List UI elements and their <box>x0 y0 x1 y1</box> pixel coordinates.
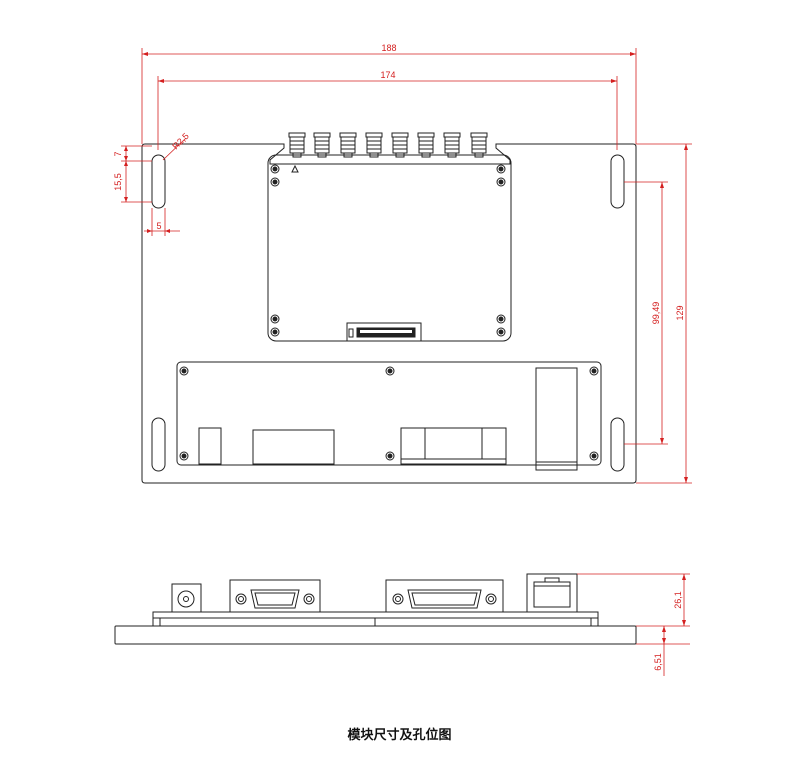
figure-caption: 模块尺寸及孔位图 <box>347 728 452 743</box>
antenna-connector-4 <box>365 132 383 158</box>
pin1-triangle-marker <box>291 164 299 173</box>
side-base-plate <box>114 625 637 645</box>
antenna-connector-8 <box>470 132 488 158</box>
dim-label-slot-vertical-span: 99,49 <box>651 302 661 325</box>
antenna-connector-1 <box>288 132 306 158</box>
dc-jack-side <box>171 583 202 613</box>
antenna-connectors <box>288 132 488 158</box>
dim-label-slot-length: 15,5 <box>113 173 123 191</box>
fpc-connector <box>346 322 422 342</box>
db15-connector-side <box>385 579 504 613</box>
dim-label-base-thickness: 6,51 <box>653 653 663 671</box>
dim-label-overall-width: 188 <box>381 43 396 53</box>
base-plate-outline <box>141 143 637 484</box>
rf-module-board <box>267 154 512 342</box>
top-view-dimensions <box>121 48 692 484</box>
mounting-slot-bottom-right <box>610 417 625 472</box>
dim-label-hole-span: 174 <box>380 70 395 80</box>
antenna-connector-3 <box>339 132 357 158</box>
mounting-slot-bottom-left <box>151 417 166 472</box>
mounting-slot-top-left <box>151 154 166 209</box>
carrier-board-holes <box>179 366 599 461</box>
antenna-connector-7 <box>443 132 461 158</box>
db15-connector-top <box>400 427 507 465</box>
top-view <box>141 132 637 484</box>
rj45-connector-side <box>526 573 578 613</box>
module-screw-holes <box>270 164 506 337</box>
antenna-connector-2 <box>313 132 331 158</box>
mounting-slot-top-right <box>610 154 625 209</box>
dim-label-side-height: 26,1 <box>673 591 683 609</box>
dim-label-slot-width: 5 <box>156 221 161 231</box>
dc-jack-top <box>198 427 222 465</box>
antenna-connector-6 <box>417 132 435 158</box>
side-view <box>114 573 637 645</box>
db9-connector-side <box>229 579 321 613</box>
dim-label-radius: R2,5 <box>170 131 191 152</box>
carrier-board <box>176 361 602 466</box>
rj45-connector-top <box>535 367 578 471</box>
dim-label-overall-height: 129 <box>675 305 685 320</box>
antenna-connector-5 <box>391 132 409 158</box>
dim-label-slot-offset: 7 <box>113 151 123 156</box>
side-view-dimensions <box>577 573 690 676</box>
db9-connector-top <box>252 429 335 465</box>
